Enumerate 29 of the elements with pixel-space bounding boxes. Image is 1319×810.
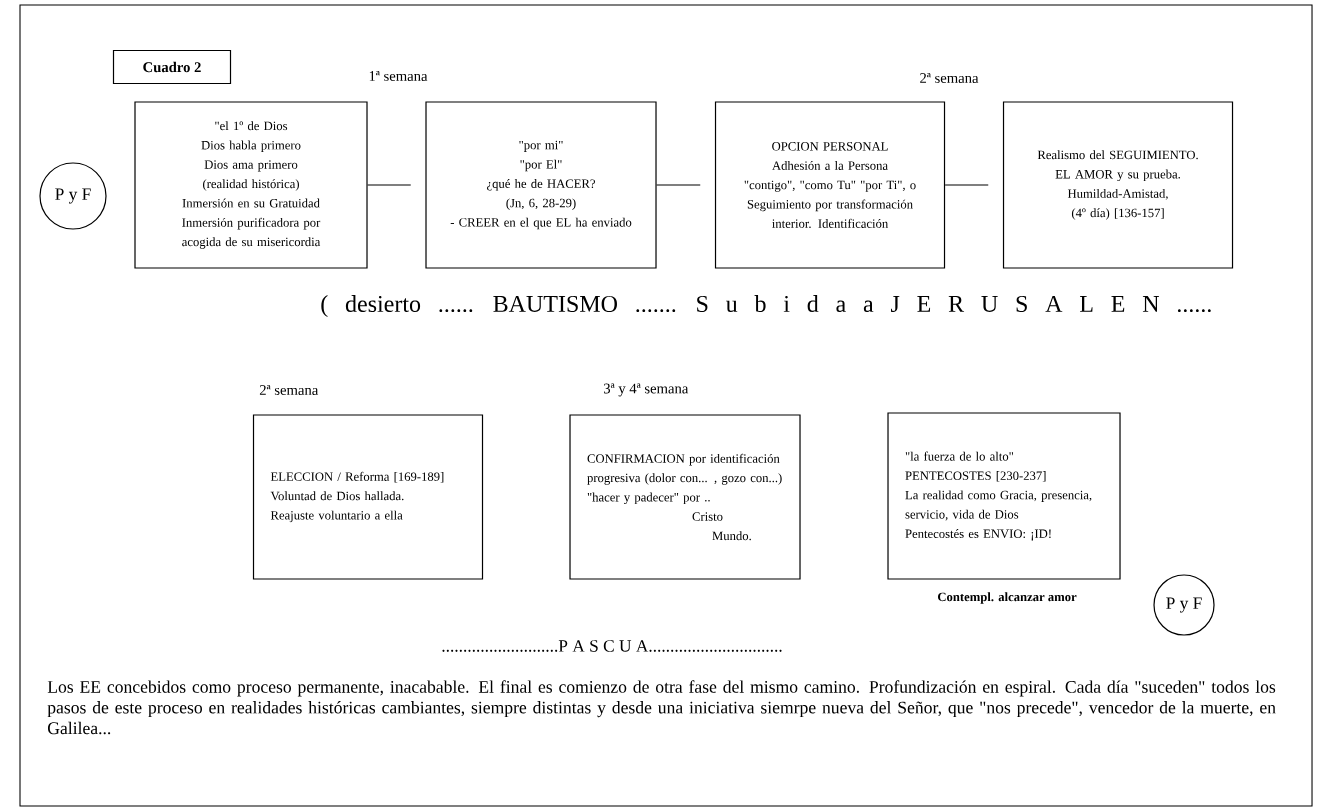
circle-node: P y F: [39, 162, 107, 230]
week-heading: 1ª semana: [369, 71, 428, 81]
node-label: Cristo: [692, 512, 723, 521]
connector-line: [656, 184, 701, 186]
week-heading: 2ª semana: [920, 73, 979, 83]
node-label: Mundo.: [712, 531, 751, 541]
text-box: "la fuerza de lo alto" PENTECOSTES [230-237] La realidad como Gracia, presencia, servicio, vida de Dios Pentecostés es ENVIO: ¡ID!: [887, 412, 1121, 580]
node-label: "la fuerza de lo alto": [905, 451, 1014, 461]
week-heading: 3ª y 4ª semana: [604, 383, 689, 397]
week-heading: 2ª semana: [259, 385, 319, 395]
connector-line: [367, 184, 412, 186]
connector-line: [944, 184, 989, 186]
text-box: Realismo del SEGUIMIENTO. EL AMOR y su prueba. Humildad-Amistad, (4º día) [136-157]: [1002, 101, 1234, 269]
node-label: Pentecostés es ENVIO: ¡ID!: [905, 529, 1051, 541]
timeline-text: ( desierto ...... BAUTISMO ....... S u b i d a a J E R U S A L E N ......: [321, 295, 1211, 317]
circle-node: P y F: [1153, 574, 1215, 636]
text-box: OPCION PERSONAL Adhesión a la Persona "contigo", "como Tu" "por Ti", o Seguimiento por transformación interior. Identificación: [714, 101, 946, 269]
node-label: Contempl. alcanzar amor: [938, 592, 1077, 604]
label-box: Cuadro 2: [112, 49, 232, 85]
node-label: CONFIRMACION por identificación progresiva (dolor con... , gozo con...): [587, 453, 782, 485]
node-label: La realidad como Gracia, presencia, servicio, vida de Dios: [905, 490, 1092, 521]
text-box: CONFIRMACION por identificación progresiva (dolor con... , gozo con...) "hacer y padecer" por .. Cristo Mundo.: [569, 414, 801, 580]
node-label: PENTECOSTES [230-237]: [905, 471, 1046, 482]
timeline-text: ...........................P A S C U A...............................: [442, 640, 782, 652]
text-box: ELECCION / Reforma [169-189] Voluntad de Dios hallada. Reajuste voluntario a ella: [252, 414, 484, 580]
text-box: "el 1º de Dios Dios habla primero Dios ama primero (realidad histórica) Inmersión en su Gratuidad Inmersión purificadora por acogida de su misericordia: [134, 101, 368, 269]
text-box: "por mi" "por El" ¿qué he de HACER? (Jn, 6, 28-29) - CREER en el que EL ha enviado: [425, 101, 657, 269]
note-paragraph: Los EE concebidos como proceso permanente, inacabable. El final es comienzo de otra fase del mismo camino. Profundización en espiral. Cada día "suceden" todos los pasos de este proceso en realidades históricas cambiantes, siempre distintas y desde una iniciativa siemrpe nueva del Señor, que "nos precede", vencedor de la muerte, en Galilea...: [47, 680, 1276, 735]
node-label: "hacer y padecer" por ..: [587, 492, 710, 505]
